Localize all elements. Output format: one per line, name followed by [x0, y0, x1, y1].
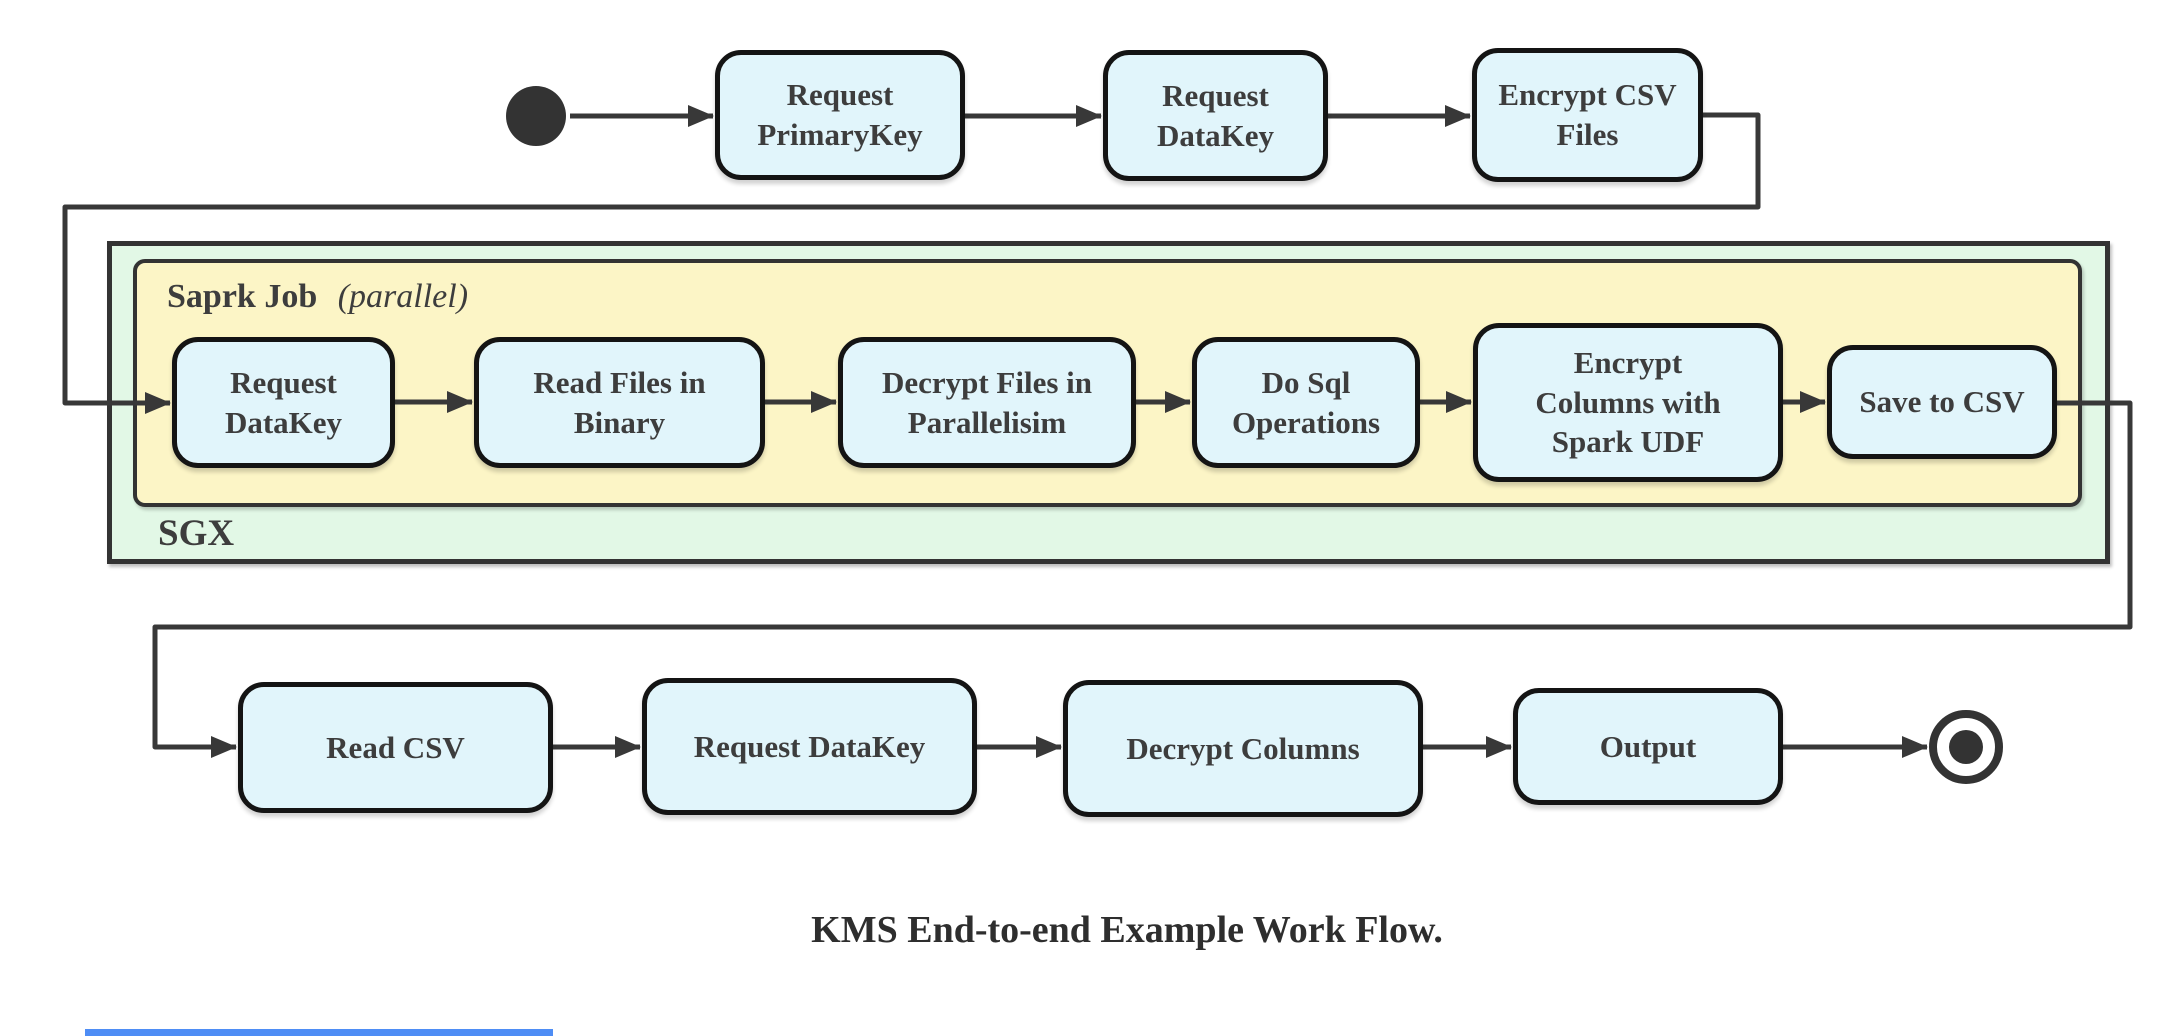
start-state-icon [506, 86, 566, 146]
sgx-container-label: SGX [158, 513, 235, 554]
end-state-inner-dot [1949, 730, 1983, 764]
node-label: Request DataKey [693, 728, 926, 764]
edge-save-csv-to-read-csv [152, 400, 2133, 758]
diagram-caption: KMS End-to-end Example Work Flow. [811, 909, 1443, 951]
node-label: Save to CSV [1859, 384, 2025, 420]
node-label: Decrypt Columns [1126, 730, 1360, 766]
edge-encrypt-csv-to-sgx-request-datakey [62, 112, 1761, 414]
cutoff-blue-bar [85, 1029, 553, 1036]
node-output: Output [1513, 688, 1783, 805]
node-do-sql-operations: Do Sql Operations [1192, 337, 1420, 468]
end-state-icon [1929, 710, 2003, 784]
node-label: Read Files in Binary [533, 364, 706, 440]
node-label: Do Sql Operations [1231, 364, 1381, 440]
spark-job-label-text: Saprk Job [167, 278, 318, 315]
node-label: Read CSV [326, 729, 465, 765]
node-label: Request DataKey [224, 364, 343, 440]
node-label: Output [1599, 728, 1697, 764]
spark-job-parallel-text: (parallel) [337, 278, 469, 315]
node-label: Request DataKey [1156, 77, 1275, 153]
node-request-datakey-top: Request DataKey [1103, 50, 1328, 181]
node-request-primarykey: Request PrimaryKey [715, 50, 965, 180]
node-request-datakey-bottom: Request DataKey [642, 678, 977, 815]
node-encrypt-columns-with-spark-udf: Encrypt Columns with Spark UDF [1473, 323, 1783, 482]
node-decrypt-columns: Decrypt Columns [1063, 680, 1423, 817]
node-save-to-csv: Save to CSV [1827, 345, 2057, 459]
node-label: Encrypt CSV Files [1498, 77, 1677, 152]
node-sgx-request-datakey: Request DataKey [172, 337, 395, 468]
node-decrypt-files-in-parallelisim: Decrypt Files in Parallelisim [838, 337, 1136, 468]
node-label: Request PrimaryKey [757, 77, 923, 152]
node-read-files-in-binary: Read Files in Binary [474, 337, 765, 468]
node-label: Decrypt Files in Parallelisim [881, 364, 1093, 440]
spark-job-container-label: Saprk Job (parallel) [167, 278, 468, 316]
node-encrypt-csv-files: Encrypt CSV Files [1472, 48, 1703, 182]
node-read-csv: Read CSV [238, 682, 553, 813]
node-label: Encrypt Columns with Spark UDF [1535, 344, 1721, 460]
